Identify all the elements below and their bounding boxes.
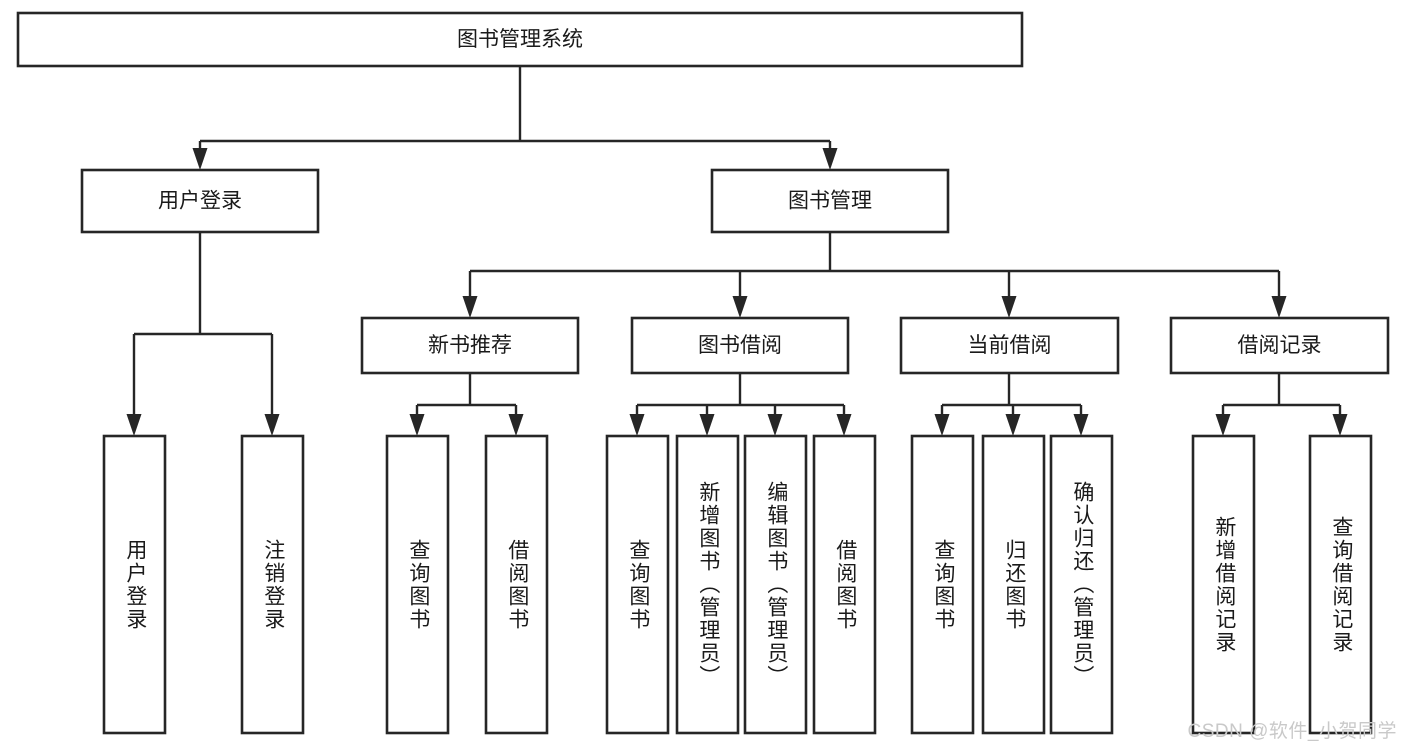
connector-bus-bor [629,373,852,436]
node-label: 确认归还（管理员） [1070,481,1094,688]
node-label: 新增借阅记录 [1212,515,1236,654]
connector-edges-layer [126,66,1348,436]
node-label-vertical-wrap: 查询图书 [607,436,668,733]
node-label-vertical-wrap: 确认归还（管理员） [1051,436,1112,733]
node-label: 借阅图书 [505,538,529,631]
node-label-vertical-wrap: 借阅图书 [486,436,547,733]
node-leaf-bor-3[interactable] [743,434,808,735]
node-label: 查询借阅记录 [1329,515,1353,654]
node-label: 查询图书 [626,538,650,631]
node-leaf-rec-1[interactable] [1191,434,1256,735]
node-label: 图书借阅 [698,334,782,357]
node-login[interactable]: 用户登录 [80,168,320,234]
node-leaf-cur-3[interactable] [1049,434,1114,735]
node-label-vertical-wrap: 借阅图书 [814,436,875,733]
node-label: 归还图书 [1002,538,1026,631]
node-label: 编辑图书（管理员） [764,481,788,688]
node-leaf-rec-2[interactable] [1308,434,1373,735]
node-leaf-new-2[interactable] [484,434,549,735]
node-label-vertical-wrap: 查询借阅记录 [1310,436,1371,733]
node-leaf-login-1[interactable] [102,434,167,735]
node-current[interactable]: 当前借阅 [899,316,1120,375]
connector-bus-root [192,66,838,170]
node-records[interactable]: 借阅记录 [1169,316,1390,375]
node-label-vertical-wrap: 查询图书 [912,436,973,733]
node-label: 借阅记录 [1238,334,1322,357]
node-label: 新书推荐 [428,334,512,357]
node-bookmgmt[interactable]: 图书管理 [710,168,950,234]
node-leaf-login-2[interactable] [240,434,305,735]
node-root[interactable]: 图书管理系统 [16,11,1024,68]
node-label-vertical-wrap: 归还图书 [983,436,1044,733]
node-leaf-bor-4[interactable] [812,434,877,735]
node-label-vertical-wrap: 注销登录 [242,436,303,733]
node-leaf-bor-2[interactable] [675,434,740,735]
node-label: 图书管理 [788,190,872,213]
node-label: 图书管理系统 [457,28,583,51]
node-borrow[interactable]: 图书借阅 [630,316,850,375]
node-label-vertical-wrap: 新增借阅记录 [1193,436,1254,733]
node-label: 用户登录 [158,190,242,213]
node-label: 借阅图书 [833,538,857,631]
node-label-vertical-wrap: 查询图书 [387,436,448,733]
node-label-vertical-wrap: 用户登录 [104,436,165,733]
node-leaf-cur-2[interactable] [981,434,1046,735]
node-leaf-new-1[interactable] [385,434,450,735]
connector-bus-rec [1215,373,1348,436]
node-newbook[interactable]: 新书推荐 [360,316,580,375]
node-leaf-cur-1[interactable] [910,434,975,735]
connector-bus-login [126,232,280,436]
node-label: 新增图书（管理员） [696,481,720,688]
connector-bus-cur [934,373,1089,436]
connector-bus-new [409,373,524,436]
node-label: 当前借阅 [968,334,1052,357]
node-label: 查询图书 [406,538,430,631]
node-label: 注销登录 [261,538,285,631]
connector-bus-book [462,232,1287,318]
csdn-watermark: CSDN @软件_小贺同学 [1187,721,1397,742]
node-label-vertical-wrap: 编辑图书（管理员） [745,436,806,733]
node-leaf-bor-1[interactable] [605,434,670,735]
node-label-vertical-wrap: 新增图书（管理员） [677,436,738,733]
node-label: 查询图书 [931,538,955,631]
node-label: 用户登录 [123,538,147,631]
